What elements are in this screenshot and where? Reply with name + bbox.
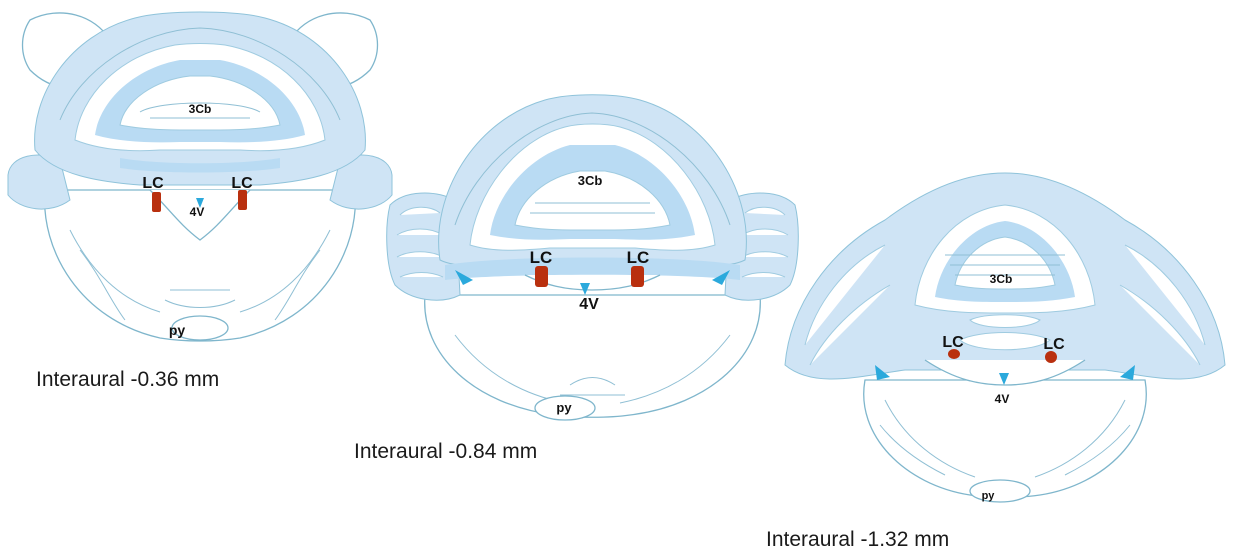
section-caption-2: Interaural -0.84 mm [354,440,537,464]
lc-label-left: LC [142,175,164,192]
cerebellum-label: 3Cb [189,102,212,116]
ventricle-label: 4V [190,205,205,219]
ventricle-label: 4V [995,392,1010,406]
section-caption-3: Interaural -1.32 mm [766,528,949,552]
lc-nucleus-right [631,266,644,287]
lc-nucleus-left [152,192,161,212]
cerebellum-label: 3Cb [990,272,1013,286]
lc-label-right: LC [231,175,253,192]
lc-nucleus-left [535,266,548,287]
brainstem-outline [425,295,761,417]
pyramid-label: py [556,400,572,415]
lc-label-left: LC [942,334,964,351]
brain-section-2: 3Cb LC LC 4V py [385,85,800,425]
brain-section-3: 3Cb LC LC 4V py [785,165,1229,503]
section-caption-1: Interaural -0.36 mm [36,368,219,392]
ventricle-label: 4V [579,296,599,313]
pyramid-label: py [982,490,996,502]
pyramid-label: py [169,322,186,338]
brain-section-1: 3Cb LC LC 4V py [0,0,400,352]
lc-label-left: LC [530,248,553,267]
lc-label-right: LC [627,248,650,267]
lc-nucleus-right [238,190,247,210]
cerebellum-label: 3Cb [578,173,603,188]
lc-label-right: LC [1043,336,1065,353]
